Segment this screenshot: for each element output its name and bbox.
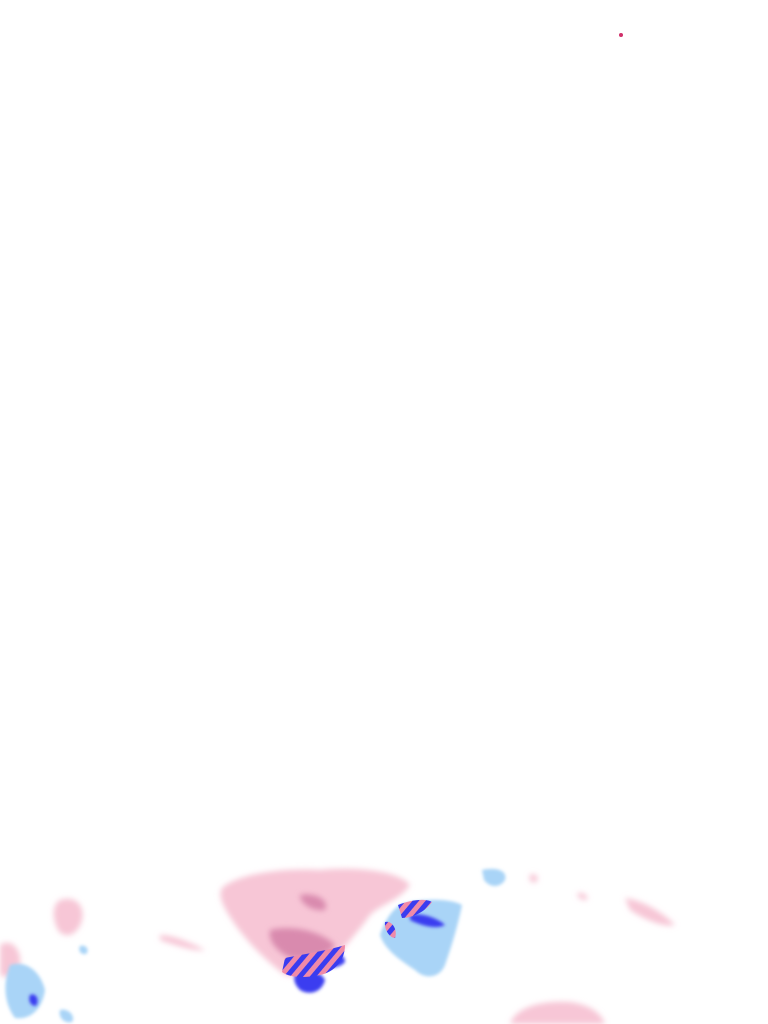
- snow-cell-dot: [79, 945, 88, 955]
- mixed-precip-hatch: [282, 899, 432, 977]
- rain-speck: [619, 33, 623, 37]
- rain-cell-line: [160, 935, 205, 951]
- rain-cell-southeast: [510, 1001, 605, 1024]
- rain-cell-main: [220, 868, 410, 977]
- rain-cells: [0, 868, 675, 1024]
- rain-cell-west: [53, 898, 83, 936]
- snow-cell-north: [482, 868, 506, 886]
- snow-cell-east: [380, 899, 462, 977]
- snow-cell-sw2: [59, 1009, 74, 1023]
- rain-cell-east: [625, 898, 675, 926]
- snow-cell-sw: [5, 963, 46, 1019]
- rain-heavy-cells: [269, 894, 335, 959]
- rain-cell-small2: [577, 892, 588, 900]
- snow-cells: [5, 868, 506, 1023]
- rain-cell-small: [529, 874, 538, 883]
